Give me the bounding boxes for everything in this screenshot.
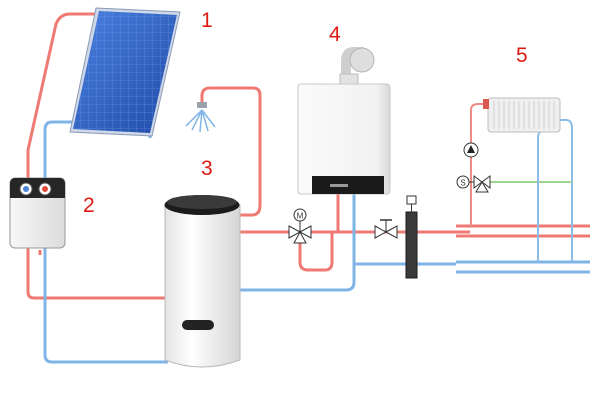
solar-station [9,177,66,249]
solar-flow-pipe [26,12,168,300]
gauge-needle-icon [42,186,48,192]
gauge-needle-icon [23,186,29,192]
storage-tank [164,195,241,368]
radiator-connector-pipe [537,129,560,262]
hydraulic-separator [405,195,418,279]
label-collector: 1 [201,9,213,32]
motor-valve-letter: M [297,212,304,221]
radiator-flow-pipe [470,103,490,226]
boiler-return-pipe [238,194,356,292]
mixing-valve-icon: S [456,175,491,193]
motor-valve-icon: M [288,208,312,244]
shutoff-valve-icon [374,219,398,239]
label-station: 2 [83,194,95,217]
mixer-letter: S [460,179,465,188]
label-boiler: 4 [329,23,341,46]
wall-boiler [297,47,391,195]
tank-logo-badge [182,320,214,330]
hot-water-pipe [200,86,262,217]
radiator-return-pipe [560,119,573,262]
motor-valve-loop-pipe [298,232,334,272]
shower-icon [185,102,216,133]
pump-icon [463,142,479,158]
label-tank: 3 [201,157,213,180]
label-radiator: 5 [516,44,528,67]
solar-collector [69,7,181,137]
radiator [483,97,561,133]
